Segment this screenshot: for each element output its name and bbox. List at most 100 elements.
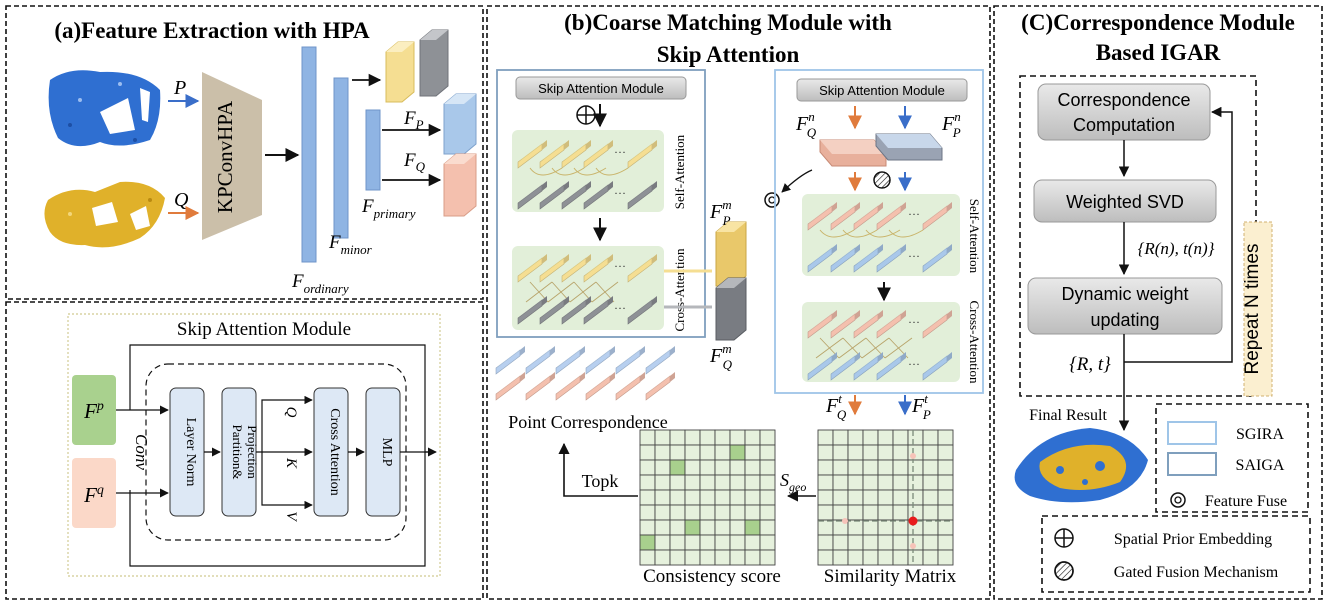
matrix-cell xyxy=(817,519,834,536)
matrix-cell xyxy=(669,474,686,491)
matrix-cell xyxy=(639,429,656,446)
matrix-cell xyxy=(817,504,834,521)
ellipsis: ··· xyxy=(614,301,626,315)
matrix-cell xyxy=(639,459,656,476)
weighted-svd-box xyxy=(1033,179,1217,223)
self-attention-panel-right xyxy=(802,194,960,276)
matrix-cell xyxy=(684,489,701,506)
conv-label: Conv xyxy=(132,434,151,470)
skip-module-right xyxy=(796,78,968,102)
cross-link xyxy=(884,337,913,359)
matrix-cell xyxy=(847,519,864,536)
matrix-cell xyxy=(937,474,954,491)
matrix-cell xyxy=(699,444,716,461)
kpconvhpa-label: KPConvHPA xyxy=(213,100,237,213)
matrix-cell xyxy=(817,474,834,491)
topk-arrow xyxy=(558,442,638,497)
cross-attention-label-left: Cross-Attention xyxy=(672,248,687,332)
matrix-cell xyxy=(817,549,834,566)
cross-attention-panel-right xyxy=(802,302,960,382)
matrix-cell xyxy=(669,459,686,476)
matrix-cell xyxy=(892,519,909,536)
matrix-cell xyxy=(892,474,909,491)
matrix-cell xyxy=(907,489,924,506)
matrix-cell xyxy=(892,459,909,476)
matrix-cell xyxy=(892,489,909,506)
matrix-cell xyxy=(862,534,879,551)
matrix-cell xyxy=(759,549,776,566)
matrix-cell xyxy=(729,474,746,491)
repeat-loop-arrow xyxy=(1124,106,1233,363)
v-label: V xyxy=(283,511,299,522)
skip-module-left xyxy=(515,76,687,100)
corr-cube-p xyxy=(555,349,581,375)
feature-fuse-icon xyxy=(764,192,780,208)
matrix-cell xyxy=(847,474,864,491)
matrix-cell xyxy=(639,504,656,521)
point-cloud-p xyxy=(48,70,161,147)
corr-cube-p xyxy=(645,349,671,375)
sgeo-label: Sgeo xyxy=(780,470,806,494)
matrix-cell xyxy=(877,444,894,461)
matrix-cell xyxy=(937,549,954,566)
self-attention-label-right: Self-Attention xyxy=(967,199,982,274)
candidate-dot xyxy=(910,543,916,549)
matrix-cell xyxy=(684,534,701,551)
matrix-cell xyxy=(654,474,671,491)
matrix-cell xyxy=(684,444,701,461)
matrix-cell xyxy=(922,489,939,506)
inner-dashed-block xyxy=(145,363,407,541)
matrix-cell xyxy=(877,429,894,446)
matrix-cell xyxy=(759,504,776,521)
matrix-cell xyxy=(832,444,849,461)
matrix-cell xyxy=(654,429,671,446)
matrix-cell xyxy=(639,519,656,536)
self-attention-panel-left xyxy=(512,130,664,212)
matrix-cell xyxy=(937,519,954,536)
matrix-cell xyxy=(922,459,939,476)
layer-norm-label: Layer Norm xyxy=(183,418,198,487)
skip-attention-detail: Skip Attention Module Fp Fq Conv Layer N… xyxy=(5,301,484,600)
feature-fuse-legend-icon xyxy=(1170,492,1186,508)
matrix-cell xyxy=(759,489,776,506)
matrix-cell xyxy=(744,489,761,506)
fq-label: FQ xyxy=(403,150,426,174)
cross-link xyxy=(815,337,844,359)
matrix-cell xyxy=(714,444,731,461)
corr-cube-q xyxy=(615,375,641,401)
matrix-cell xyxy=(862,474,879,491)
input-p-label: P xyxy=(173,77,186,99)
matrix-cell xyxy=(862,504,879,521)
matrix-cell xyxy=(907,444,924,461)
matrix-cell xyxy=(922,474,939,491)
f-primary-bar xyxy=(365,109,381,191)
matrix-cell xyxy=(699,459,716,476)
attention-link xyxy=(529,167,563,176)
svg-text:Dynamic weight: Dynamic weight xyxy=(1061,284,1188,304)
matrix-cell xyxy=(862,549,879,566)
sgira-swatch xyxy=(1167,421,1217,445)
corr-cube-q xyxy=(495,375,521,401)
matrix-cell xyxy=(817,429,834,446)
matrix-cell xyxy=(847,504,864,521)
mlp-label: MLP xyxy=(379,438,394,467)
ellipsis: ··· xyxy=(614,145,626,159)
matrix-cell xyxy=(684,519,701,536)
ellipsis: ··· xyxy=(614,186,626,200)
matrix-cell xyxy=(877,549,894,566)
matrix-cell xyxy=(744,429,761,446)
matrix-cell xyxy=(699,429,716,446)
matrix-cell xyxy=(937,534,954,551)
matrix-cell xyxy=(922,429,939,446)
f-ordinary-label: Fordinary xyxy=(291,271,349,296)
matrix-cell xyxy=(877,489,894,506)
matrix-cell xyxy=(759,474,776,491)
attention-link xyxy=(573,167,607,176)
matrix-cell xyxy=(832,549,849,566)
matrix-cell xyxy=(744,534,761,551)
matrix-cell xyxy=(877,504,894,521)
matrix-cell xyxy=(669,489,686,506)
matrix-cell xyxy=(729,429,746,446)
matrix-cell xyxy=(907,429,924,446)
panel-a: (a)Feature Extraction with HPA P Q KPCon… xyxy=(5,5,484,300)
